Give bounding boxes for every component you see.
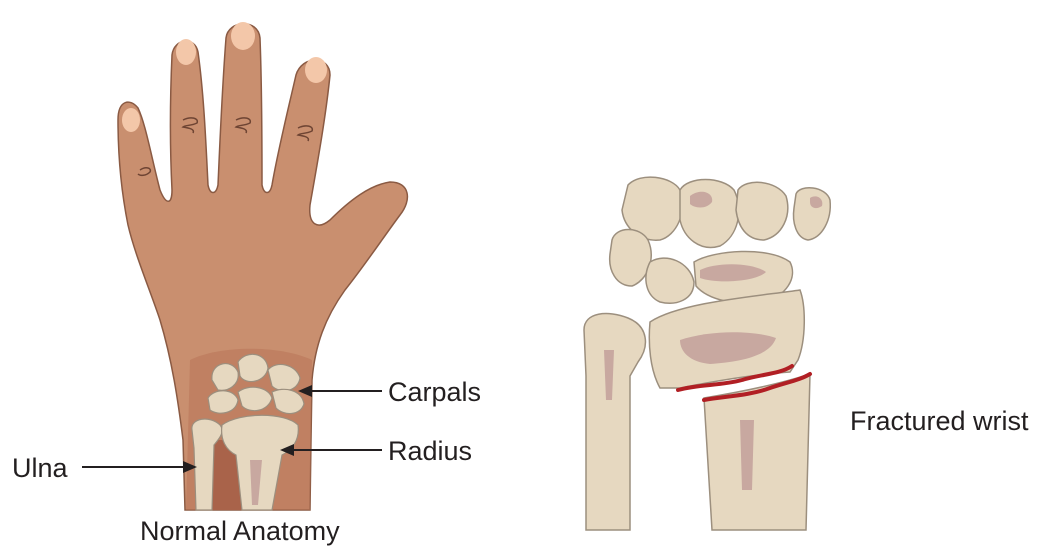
- nail-middle: [231, 22, 255, 50]
- normal-anatomy-panel: Carpals Radius Ulna Normal Anatomy: [12, 22, 481, 546]
- fractured-wrist-caption: Fractured wrist: [850, 406, 1029, 436]
- ulna-label: Ulna: [12, 453, 69, 483]
- fracture-radius-lower-shadow: [740, 420, 754, 490]
- nail-index: [305, 57, 327, 83]
- fracture-ulna-bone: [584, 314, 645, 530]
- carpals-label: Carpals: [388, 377, 481, 407]
- fracture-carpals: [610, 177, 831, 303]
- nail-ring: [176, 39, 196, 65]
- radius-label: Radius: [388, 436, 472, 466]
- nail-pinky: [122, 108, 140, 132]
- normal-anatomy-caption: Normal Anatomy: [140, 516, 340, 546]
- fracture-panel: Fractured wrist: [584, 177, 1029, 530]
